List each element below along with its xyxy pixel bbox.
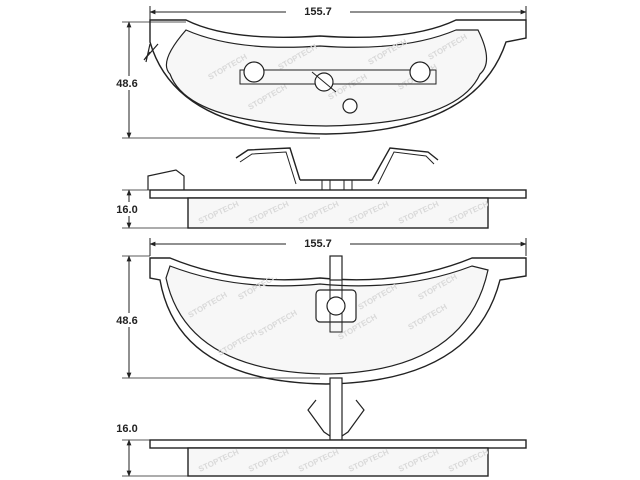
bottom-center-clip [315, 255, 357, 333]
bottom-pad-side-view: 16.0 STOPTECH STOPTECH STOPTECH STOPTECH… [108, 377, 527, 477]
bottom-side-clip [307, 377, 365, 441]
top-height-label: 48.6 [116, 78, 137, 90]
top-pad-side-view: 16.0 STOPTECH STOPTECH STOPTECH STOPTECH… [108, 147, 527, 229]
bottom-height-dimension: 48.6 [108, 255, 320, 379]
top-height-dimension: 48.6 [108, 21, 320, 139]
top-abutment-bracket [239, 61, 437, 114]
top-backing-plate [149, 19, 527, 135]
top-width-label: 155.7 [304, 6, 332, 18]
top-wear-clip [143, 43, 159, 63]
bottom-thickness-label: 16.0 [116, 423, 137, 435]
top-thickness-dimension: 16.0 [108, 189, 188, 229]
top-side-friction-block [187, 197, 489, 229]
bottom-backing-plate [149, 257, 527, 385]
bottom-side-backing-plate [149, 439, 527, 449]
bottom-width-dimension: 155.7 [149, 236, 527, 256]
bottom-height-label: 48.6 [116, 315, 137, 327]
top-side-backing-plate [149, 189, 527, 199]
top-thickness-label: 16.0 [116, 204, 137, 216]
bottom-thickness-dimension: 16.0 [108, 421, 188, 477]
top-pad-face-view: 155.7 48.6 STOPTECH STOPTECH STOPTECH ST… [108, 4, 527, 139]
bottom-width-label: 155.7 [304, 238, 332, 250]
bottom-side-friction-block [187, 447, 489, 477]
top-spring-clip [235, 147, 439, 181]
bottom-pad-face-view: 155.7 48.6 STOPTECH STOPTECH STOPTECH ST… [108, 236, 527, 385]
top-width-dimension: 155.7 [149, 4, 527, 22]
